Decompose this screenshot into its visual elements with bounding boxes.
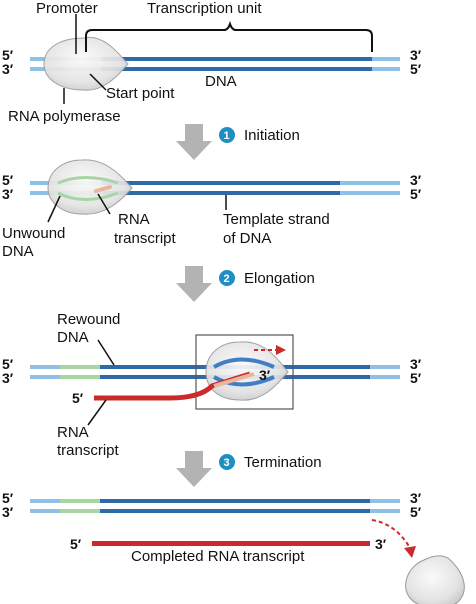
rna-polymerase-1 [43,36,129,91]
end-label-p3-top-left: 5′ [2,356,14,372]
label-unwound-dna-line2: DNA [2,243,34,260]
label-start-point: Start point [106,85,175,102]
label-template-strand-line1: Template strand [223,211,330,228]
transcription-unit-brace [85,20,373,52]
rna-polymerase-2 [47,159,133,215]
panel-elongation [30,334,400,426]
label-completed-rna: Completed RNA transcript [131,548,305,565]
step-label-initiation: Initiation [244,127,300,144]
label-template-strand-line2: of DNA [223,230,271,247]
rna-polymerase-3 [205,341,289,401]
end-label-completed-five: 5′ [70,536,82,552]
label-dna: DNA [205,73,237,90]
end-label-p2-bottom-right: 5′ [410,186,422,202]
step-label-termination: Termination [244,454,322,471]
label-rewound-dna-line1: Rewound [57,311,120,328]
step-label-elongation: Elongation [244,270,315,287]
label-unwound-dna-line1: Unwound [2,225,65,242]
end-label-p1-top-left: 5′ [2,47,14,63]
end-label-p4-top-left: 5′ [2,490,14,506]
end-label-p3-bottom-right: 5′ [410,370,422,386]
step-number-2: 2 [224,273,230,285]
step-number-1: 1 [224,130,230,142]
end-label-p2-top-left: 5′ [2,172,14,188]
end-label-completed-three: 3′ [375,536,387,552]
end-label-p1-bottom-right: 5′ [410,61,422,77]
end-label-p4-bottom-right: 5′ [410,504,422,520]
unwound-top-strand [57,176,119,185]
released-rna-polymerase [405,555,465,604]
label-rna-transcript-line2: transcript [114,230,177,247]
label-promoter: Promoter [36,0,98,17]
label-rna-transcript-line1: RNA [118,211,150,228]
rna-transcript-growing [94,371,251,401]
label-transcription-unit: Transcription unit [147,0,262,17]
panel-initiation [30,159,400,223]
labels: Promoter Transcription unit DNA Start po… [2,0,422,565]
rna-transcript-initial [94,185,112,193]
end-label-p2-top-right: 3′ [410,172,422,188]
step-arrow-1 [176,124,212,160]
end-label-rna-five: 5′ [72,390,84,406]
label-rewound-dna-line2: DNA [57,329,89,346]
end-label-p3-bottom-left: 3′ [2,370,14,386]
step-arrow-2 [176,266,212,302]
open-top-strand [213,357,275,369]
release-arrow [371,519,411,549]
end-label-rna-three: 3′ [259,367,271,383]
step-arrow-3 [176,451,212,487]
step-number-3: 3 [224,457,230,469]
completed-rna-strand [92,541,370,546]
zoom-box [195,334,294,410]
end-label-p1-top-right: 3′ [410,47,422,63]
label-rna-polymerase: RNA polymerase [8,108,121,125]
step-circle-2 [219,270,235,286]
label-rna-transcript-b-line2: transcript [57,442,120,459]
end-label-p4-top-right: 3′ [410,490,422,506]
end-label-p1-bottom-left: 3′ [2,61,14,77]
label-rna-transcript-b-line1: RNA [57,424,89,441]
end-label-p4-bottom-left: 3′ [2,504,14,520]
open-bottom-strand [213,375,275,387]
panel-promoter [30,14,400,104]
step-circle-1 [219,127,235,143]
end-label-p3-top-right: 3′ [410,356,422,372]
end-label-p2-bottom-left: 3′ [2,186,14,202]
step-circle-3 [219,454,235,470]
unwound-bottom-strand [57,191,119,201]
panel-termination [30,499,465,604]
